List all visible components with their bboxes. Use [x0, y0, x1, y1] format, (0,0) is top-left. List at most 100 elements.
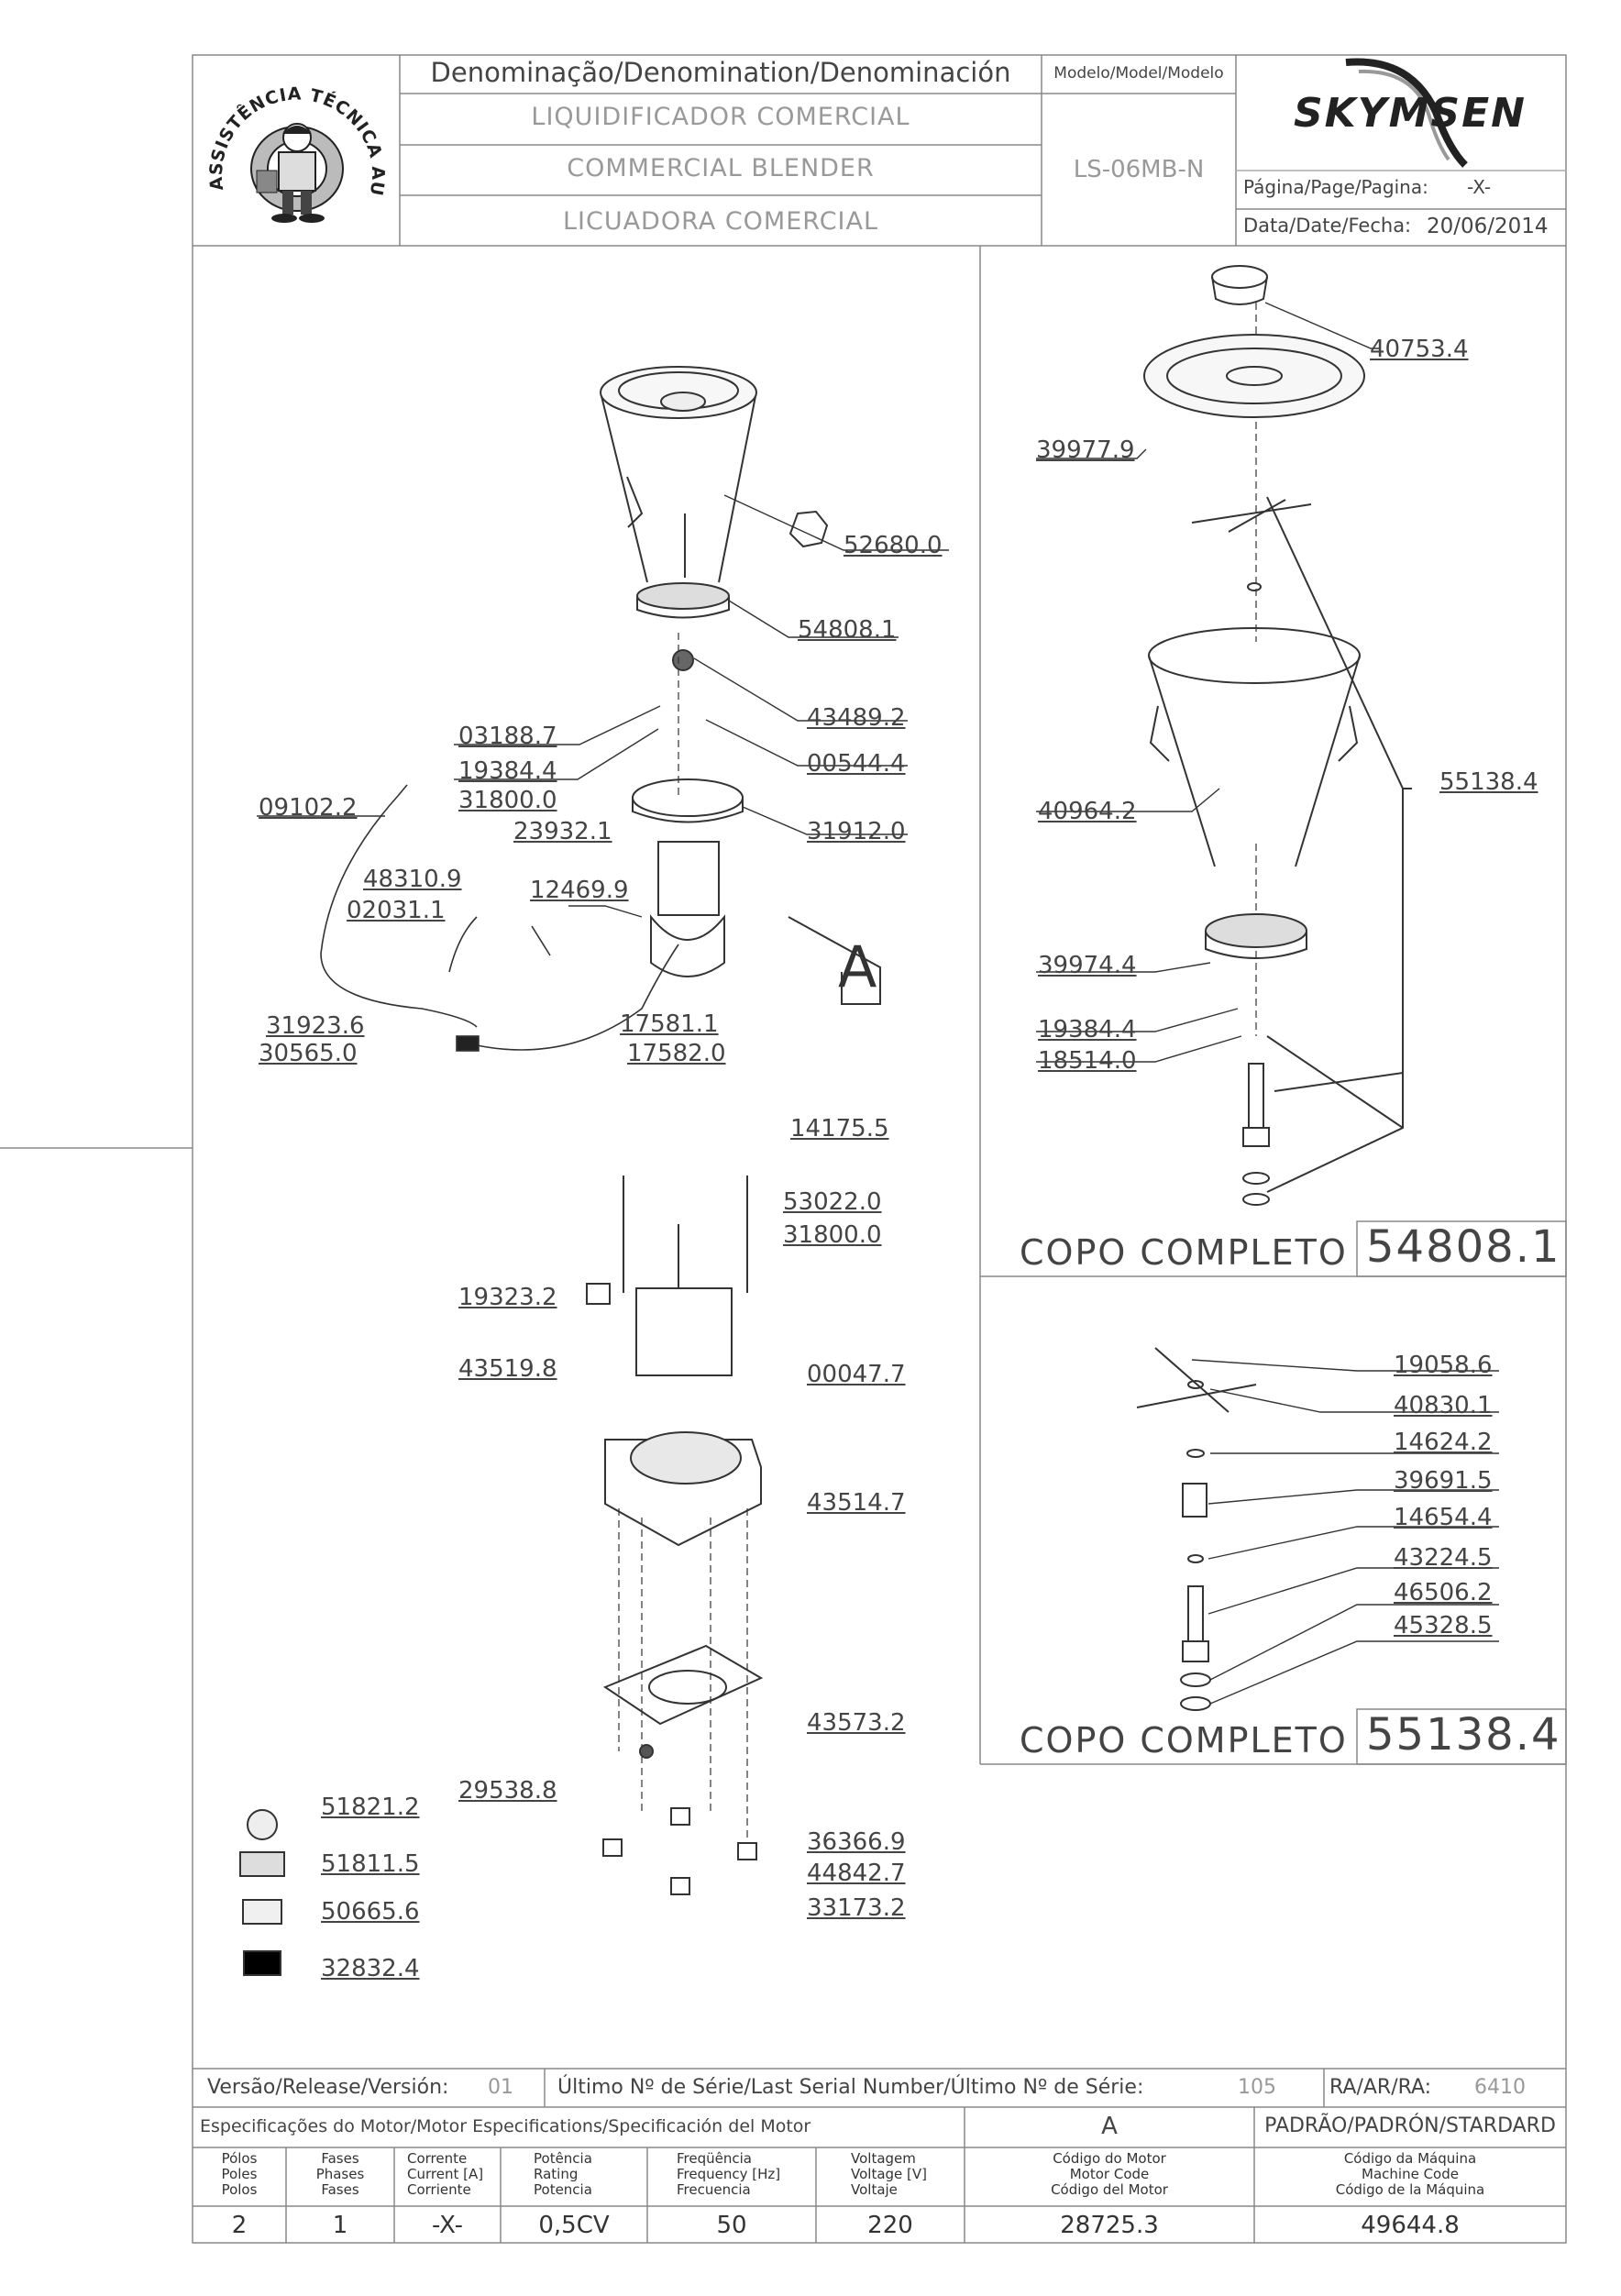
page-value: -X-	[1467, 176, 1492, 198]
part-label: 31923.6	[266, 1012, 365, 1040]
spec-value-current: -X-	[432, 2212, 463, 2239]
part-label: 31912.0	[807, 818, 906, 845]
spec-value-phases: 1	[332, 2212, 348, 2239]
part-label: 55138.4	[1439, 768, 1538, 796]
spec-value-voltage: 220	[867, 2212, 913, 2239]
part-label: 39691.5	[1394, 1467, 1493, 1495]
wiring-drawing	[320, 784, 679, 1052]
model-label: Modelo/Model/Modelo	[1053, 64, 1224, 83]
spec-value-machine-code: 49644.8	[1361, 2212, 1460, 2239]
part-label: 18514.0	[1038, 1047, 1137, 1075]
denomination-label: Denominação/Denomination/Denominación	[430, 57, 1011, 88]
guide-lines	[618, 303, 1257, 1852]
motor-callout-letter: A	[838, 933, 877, 1000]
version-value: 01	[488, 2076, 513, 2099]
product-name-en: COMMERCIAL BLENDER	[567, 154, 875, 182]
part-label: 19384.4	[458, 757, 557, 785]
date-label: Data/Date/Fecha:	[1243, 215, 1412, 237]
part-label: 14624.2	[1394, 1429, 1493, 1456]
part-label: 17582.0	[627, 1040, 726, 1067]
cup-panel-1-drawing	[1143, 265, 1412, 1206]
motor-spec-label: Especificações do Motor/Motor Especifica…	[200, 2116, 811, 2136]
motor-letter: A	[1101, 2113, 1118, 2140]
spec-value-poles: 2	[231, 2212, 248, 2239]
cup-complete-title: COPO COMPLETO	[1020, 1232, 1348, 1273]
part-label: 12469.9	[530, 877, 629, 904]
cup-complete-code: 54808.1	[1366, 1221, 1561, 1273]
motor-drawing	[632, 649, 881, 1005]
part-label: 43573.2	[807, 1709, 906, 1737]
part-label: 30565.0	[259, 1040, 358, 1067]
brand-swoosh-icon	[1345, 58, 1468, 168]
part-label: 39974.4	[1038, 952, 1137, 979]
part-label: 40964.2	[1038, 798, 1137, 825]
part-label: 23932.1	[513, 818, 612, 845]
spec-value-rating: 0,5CV	[538, 2212, 610, 2239]
part-label: 31800.0	[458, 787, 557, 814]
ra-label: RA/AR/RA:	[1329, 2076, 1432, 2099]
page-label: Página/Page/Pagina:	[1243, 176, 1428, 198]
cup-complete-title: COPO COMPLETO	[1020, 1720, 1348, 1761]
product-name-pt: LIQUIDIFICADOR COMERCIAL	[531, 103, 910, 131]
standard-label: PADRÃO/PADRÓN/STARDARD	[1264, 2114, 1556, 2137]
cup-drawing	[600, 366, 829, 619]
part-label: 43514.7	[807, 1489, 906, 1517]
part-label: 43519.8	[458, 1355, 557, 1383]
part-label: 45328.5	[1394, 1612, 1493, 1639]
part-label: 00544.4	[807, 750, 906, 778]
part-label: 09102.2	[259, 794, 358, 822]
part-label: 36366.9	[807, 1828, 906, 1856]
part-label: 02031.1	[347, 897, 446, 924]
part-label: 03188.7	[458, 723, 557, 750]
leader-lines	[257, 302, 1499, 1705]
date-value: 20/06/2014	[1427, 215, 1549, 238]
cup-panel-2-drawing	[1136, 1347, 1257, 1711]
part-label: 43224.5	[1394, 1544, 1493, 1572]
part-label: 40830.1	[1394, 1392, 1493, 1419]
part-label: 48310.9	[363, 866, 462, 893]
part-label: 39977.9	[1036, 436, 1135, 464]
part-label: 31800.0	[783, 1221, 882, 1249]
ra-value: 6410	[1474, 2076, 1526, 2099]
serial-value: 105	[1238, 2076, 1276, 2099]
part-label: 32832.4	[321, 1955, 420, 1982]
product-name-es: LICUADORA COMERCIAL	[562, 207, 879, 236]
model-value: LS-06MB-N	[1073, 156, 1205, 183]
brand-name: SKYMSEN	[1293, 90, 1527, 137]
housing-drawing	[586, 1176, 764, 1726]
part-label: 14654.4	[1394, 1504, 1493, 1531]
part-label: 51821.2	[321, 1794, 420, 1821]
part-label: 43489.2	[807, 704, 906, 732]
part-label: 29538.8	[458, 1777, 557, 1805]
spec-value-frequency: 50	[716, 2212, 747, 2239]
part-label: 52680.0	[844, 532, 943, 559]
part-label: 50665.6	[321, 1898, 420, 1926]
part-label: 19384.4	[1038, 1016, 1137, 1043]
part-label: 33173.2	[807, 1894, 906, 1922]
part-label: 00047.7	[807, 1361, 906, 1388]
part-label: 51811.5	[321, 1850, 420, 1878]
spec-value-motor-code: 28725.3	[1060, 2212, 1159, 2239]
part-label: 17581.1	[620, 1010, 719, 1038]
part-label: 19058.6	[1394, 1352, 1493, 1379]
part-label: 44842.7	[807, 1860, 906, 1887]
authorized-service-seal: ASSISTÊNCIA TÉCNICA AUTORIZADA	[192, 45, 394, 242]
part-label: 53022.0	[783, 1188, 882, 1216]
part-label: 14175.5	[790, 1115, 889, 1142]
serial-label: Último Nº de Série/Last Serial Number/Úl…	[557, 2076, 1144, 2099]
part-label: 46506.2	[1394, 1579, 1493, 1606]
version-label: Versão/Release/Versión:	[207, 2076, 449, 2099]
part-label: 19323.2	[458, 1284, 557, 1311]
part-label: 40753.4	[1370, 336, 1469, 363]
part-label: 54808.1	[798, 616, 897, 644]
